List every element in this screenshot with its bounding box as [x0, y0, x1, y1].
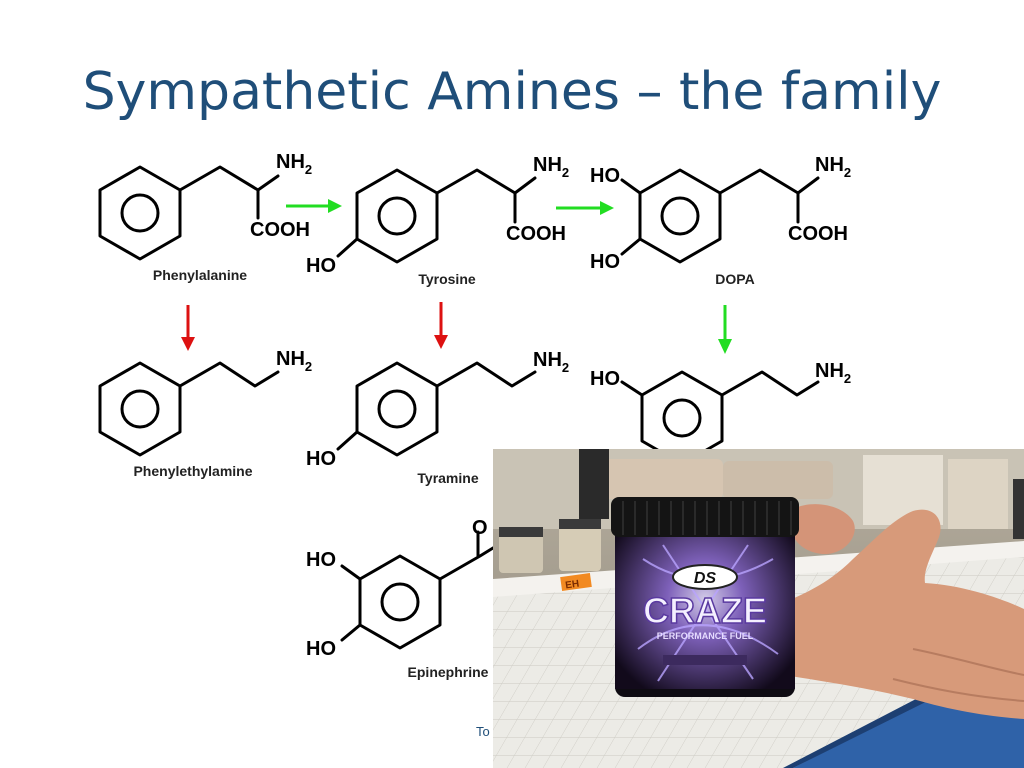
epinephrine-name: Epinephrine: [408, 664, 489, 680]
phe-nh2-label: NH2: [276, 151, 312, 177]
craze-supplement-photo: EH: [493, 449, 1024, 768]
green-arrow-dopa: [718, 305, 732, 354]
dopa-nh2-label: NH2: [815, 154, 851, 180]
tyr-cooh-label: COOH: [506, 223, 566, 245]
tyrosine-name: Tyrosine: [418, 271, 476, 287]
dopamine-structure: [620, 370, 820, 466]
dopa-ho-label-2: HO: [590, 251, 620, 273]
tyrosine-structure: [336, 168, 537, 264]
dopa-cooh-label: COOH: [788, 223, 848, 245]
epinephrine-structure: [340, 530, 495, 650]
tyramine-name: Tyramine: [417, 470, 478, 486]
tyramine-nh2-label: NH2: [533, 349, 569, 375]
epi-oh-fragment: O: [472, 517, 488, 539]
tyramine-structure: [336, 361, 537, 457]
orange-tag-text: EH: [565, 579, 580, 592]
phenylethylamine-structure: [98, 361, 280, 457]
epi-ho-label-2: HO: [306, 638, 336, 660]
dopa-name: DOPA: [715, 271, 754, 287]
tyramine-ho-label: HO: [306, 448, 336, 470]
jar-brand-logo: DS: [694, 570, 717, 587]
pea-nh2-label: NH2: [276, 348, 312, 374]
green-arrow-phe-tyr: [286, 199, 342, 213]
dopamine-nh2-label: NH2: [815, 360, 851, 386]
red-arrow-tyr: [434, 302, 448, 349]
jar-tagline: PERFORMANCE FUEL: [657, 631, 754, 641]
footer-text-fragment: To: [476, 724, 490, 739]
slide-title: Sympathetic Amines – the family: [82, 62, 942, 122]
dopamine-ho-label: HO: [590, 368, 620, 390]
tyr-ho-label: HO: [306, 255, 336, 277]
phenylalanine-structure: [98, 165, 280, 261]
craze-jar: DS CRAZE PERFORMANCE FUEL: [611, 497, 799, 697]
phenylalanine-name: Phenylalanine: [153, 267, 247, 283]
dopa-ho-label-1: HO: [590, 165, 620, 187]
epi-ho-label-1: HO: [306, 549, 336, 571]
jar-product-name: CRAZE: [643, 590, 767, 631]
phenylethylamine-name: Phenylethylamine: [133, 463, 252, 479]
tyr-nh2-label: NH2: [533, 154, 569, 180]
phe-cooh-label: COOH: [250, 219, 310, 241]
green-arrow-tyr-dopa: [556, 201, 614, 215]
dopa-structure: [620, 168, 820, 264]
red-arrow-phe: [181, 305, 195, 351]
